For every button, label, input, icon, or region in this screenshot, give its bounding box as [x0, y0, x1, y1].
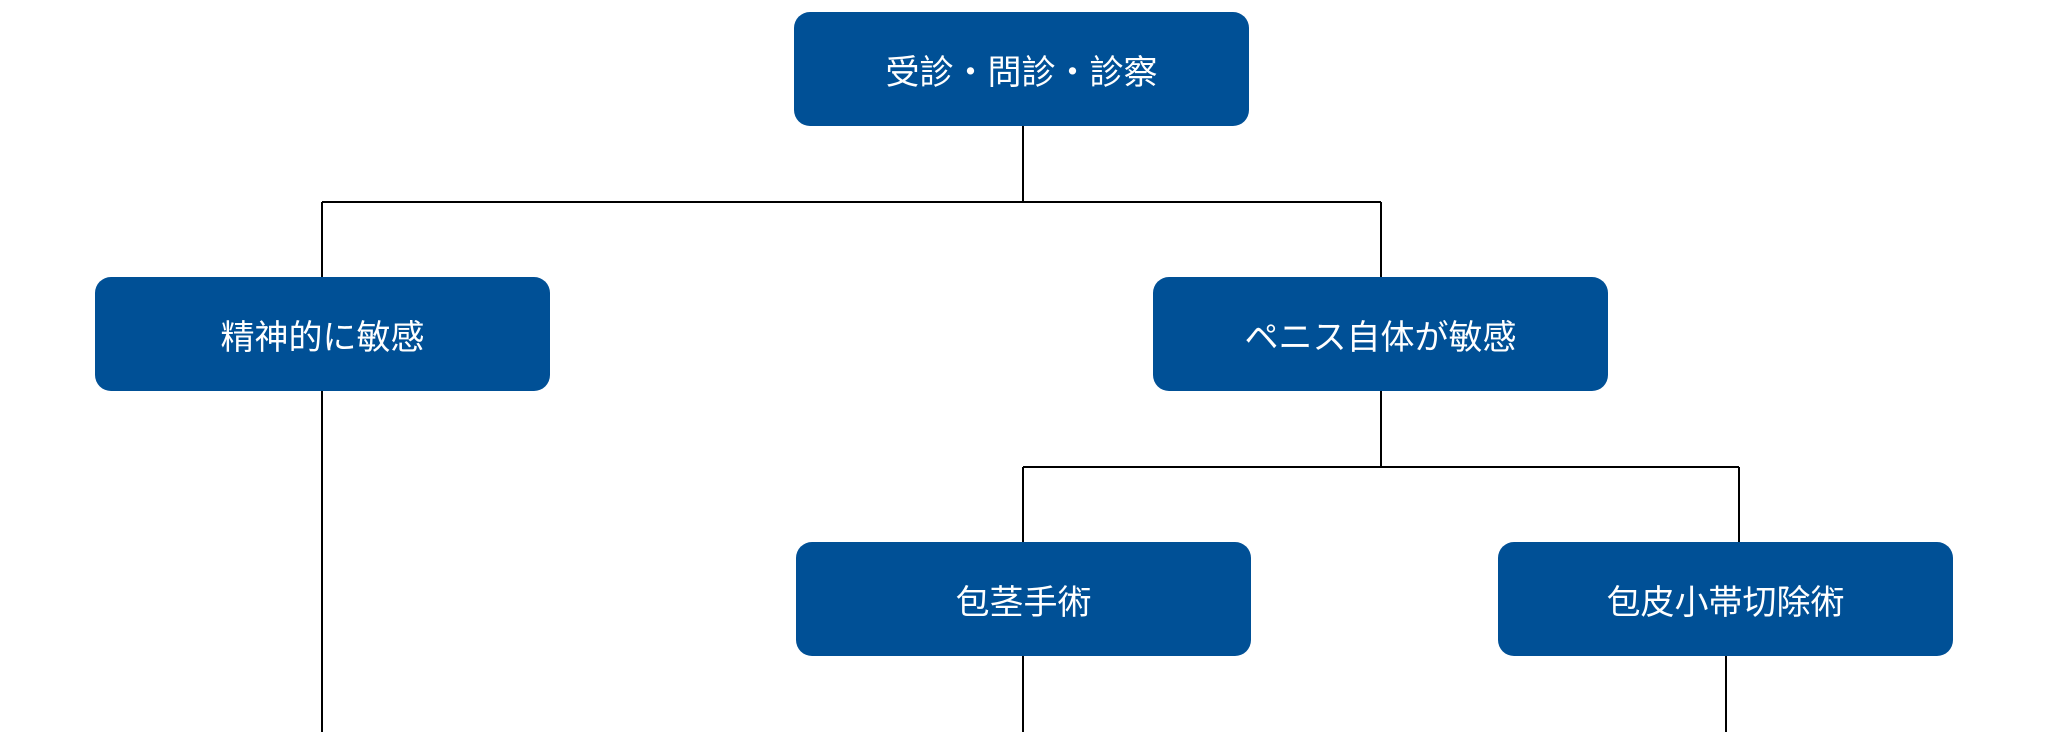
node-consultation: 受診・問診・診察 [794, 12, 1249, 126]
node-circumcision: 包茎手術 [796, 542, 1251, 656]
node-penis-sensitive-label: ペニス自体が敏感 [1244, 317, 1517, 358]
node-frenulum-surgery: 包皮小帯切除術 [1498, 542, 1953, 656]
node-mentally-sensitive-label: 精神的に敏感 [220, 317, 425, 358]
node-frenulum-surgery-label: 包皮小帯切除術 [1606, 582, 1845, 623]
node-mentally-sensitive: 精神的に敏感 [95, 277, 550, 391]
node-penis-sensitive: ペニス自体が敏感 [1153, 277, 1608, 391]
node-circumcision-label: 包茎手術 [955, 582, 1092, 623]
node-consultation-label: 受診・問診・診察 [885, 52, 1158, 93]
